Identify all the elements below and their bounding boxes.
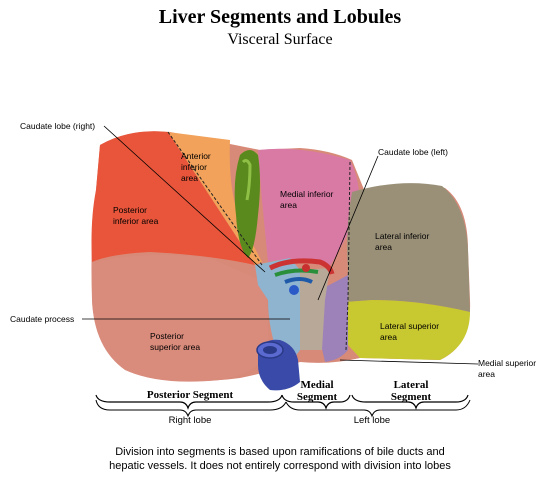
lateral-superior-area [345, 300, 470, 360]
medial-superior-area [320, 275, 348, 362]
label-anterior-inferior-area: Anterior inferior area [181, 151, 211, 183]
hepatic-artery [274, 268, 319, 277]
medial-inferior-area [258, 148, 359, 266]
caudate-region [255, 258, 300, 362]
diagram-title: Liver Segments and Lobules [158, 6, 402, 28]
label-posterior-superior-area: Posterior superior area [150, 331, 201, 352]
label-caudate-lobe-left: Caudate lobe (left) [378, 147, 448, 157]
brace-medial-segment [281, 394, 351, 410]
caption: Division into segments is based upon ram… [0, 445, 560, 473]
caption-line-1: Division into segments is based upon ram… [115, 446, 445, 458]
boundary-anterior-posterior [167, 131, 263, 266]
gallbladder [234, 150, 260, 258]
label-posterior-inferior-area: Posterior inferior area [113, 205, 159, 226]
segment-posterior: Posterior Segment [146, 389, 234, 401]
brace-left-lobe [285, 399, 471, 418]
brace-lateral-segment [351, 394, 469, 410]
label-lateral-superior-area: Lateral superior area [380, 321, 440, 342]
bile-duct [284, 277, 313, 284]
lateral-inferior-area [345, 183, 470, 312]
leader-caudate-right [103, 125, 266, 273]
gallbladder-highlight [241, 159, 252, 201]
label-medial-inferior-area: Medial inferior area [280, 189, 334, 210]
brace-right-lobe [95, 399, 287, 418]
diagram-subtitle: Visceral Surface [227, 31, 333, 48]
vessel-node-2 [302, 264, 310, 272]
posterior-superior-area [92, 254, 269, 382]
lobe-right: Right lobe [168, 415, 212, 426]
boundary-lateral-medial [345, 161, 351, 351]
brace-posterior-segment [95, 394, 283, 410]
caption-line-2: hepatic vessels. It does not entirely co… [109, 460, 451, 472]
portal-vein [268, 258, 335, 275]
label-caudate-lobe-right: Caudate lobe (right) [20, 121, 96, 131]
label-medial-superior-area: Medial superior area [478, 358, 537, 379]
label-caudate-process: Caudate process [10, 314, 75, 324]
vessel-node-1 [289, 285, 299, 295]
leader-caudate-left [317, 155, 379, 301]
leader-medial-superior [339, 359, 479, 365]
lobe-left: Left lobe [353, 415, 391, 426]
label-lateral-inferior-area: Lateral inferior area [375, 231, 430, 252]
posterior-inferior-area [91, 131, 255, 265]
